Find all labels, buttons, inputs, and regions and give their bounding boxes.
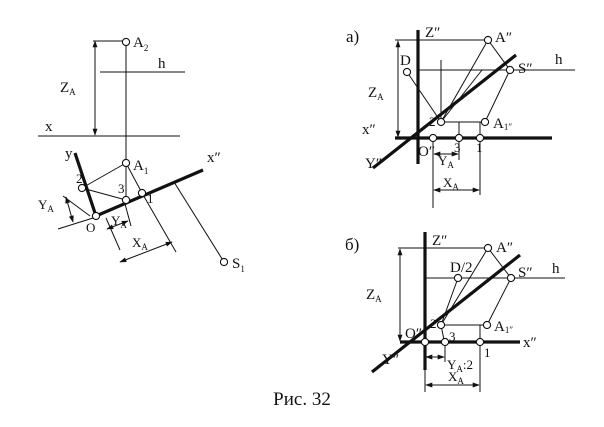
label-o-left: O: [86, 220, 95, 235]
panel-b-label-ya2: YA:2: [447, 357, 473, 374]
label-ya-left-b: YA: [111, 213, 127, 230]
panel-a-label-3: 3: [454, 140, 461, 155]
panel-b-label-h: h: [552, 261, 560, 277]
panel-a-label-s: S″: [518, 61, 533, 77]
panel-b-label-x: x″: [523, 335, 537, 351]
panel-a: а) Z″ A″ D S″ h ZA x″ 2 A1″ O″ 3 1 Y″ YA…: [346, 25, 575, 208]
label-a1-left: A1: [133, 158, 148, 176]
panel-a-d-2: [406, 71, 442, 123]
x2-axis: [95, 168, 204, 218]
ya-dimension-bottom: [106, 220, 129, 230]
point-1: [137, 188, 147, 198]
label-za-left: ZA: [60, 80, 76, 97]
panel-a-point-a: [483, 35, 493, 45]
left-diagram: A2 h ZA x y A1 x″ 2 3 1 YA O YA XA S1: [38, 35, 245, 274]
panel-a-label-z: Z″: [425, 25, 440, 41]
panel-b-y-axis: [371, 253, 521, 374]
panel-a-label-ya: YA: [438, 153, 454, 170]
label-a2: A2: [133, 35, 148, 53]
panel-a-s-a1: [484, 69, 511, 123]
point-3: [121, 195, 131, 205]
panel-b-label-za: ZA: [366, 287, 382, 304]
xa-dimension-line: [119, 241, 173, 263]
panel-b-s-a1: [486, 277, 512, 326]
point-o: [91, 211, 101, 221]
panel-a-2-h: [440, 69, 483, 123]
point-a1: [121, 158, 131, 168]
panel-b-point-d2: [453, 273, 463, 283]
label-1-left: 1: [147, 191, 154, 206]
panel-b-point-a: [483, 243, 493, 253]
panel-a-point-d: [402, 67, 412, 77]
panel-a-label-a1: A1″: [493, 116, 512, 132]
panel-b-a-s: [487, 247, 512, 279]
panel-a-a-s: [487, 39, 511, 71]
panel-b-label-o: O″: [405, 326, 422, 342]
panel-a-label-xa: XA: [443, 175, 459, 192]
label-s1: S1: [232, 256, 245, 274]
panel-b-label-y: Y″: [382, 352, 399, 368]
panel-b-point-1: [475, 337, 485, 347]
point-a2: [121, 37, 131, 47]
panel-b-label-a1: A1″: [494, 319, 513, 335]
y-axis: [73, 152, 98, 217]
panel-b-label-1: 1: [484, 345, 491, 360]
panel-b-label-3: 3: [449, 329, 456, 344]
panel-a-point-2: [436, 117, 446, 127]
line-a1-1: [125, 162, 143, 194]
label-2-left: 2: [76, 171, 83, 186]
panel-b-point-a1: [482, 320, 492, 330]
panel-b-label-2: 2: [430, 316, 437, 331]
panel-a-a-2: [440, 39, 489, 123]
panel-b-point-o: [420, 337, 430, 347]
panel-b-label-s: S″: [518, 265, 533, 281]
panel-a-point-3: [454, 133, 464, 143]
panel-b-label: б): [345, 235, 359, 254]
panel-a-point-a1: [480, 117, 490, 127]
ya-extension-b: [57, 217, 94, 230]
panel-b-point-s: [506, 273, 516, 283]
label-y-left: y: [65, 146, 73, 162]
panel-a-label-za: ZA: [368, 85, 384, 102]
panel-b-point-2: [436, 320, 446, 330]
panel-b-label-z: Z″: [432, 233, 447, 249]
panel-a-label: а): [346, 27, 359, 46]
panel-a-label-o: O″: [418, 144, 435, 160]
panel-a-label-x: x″: [362, 122, 376, 138]
panel-a-point-1: [475, 133, 485, 143]
panel-a-label-2: 2: [429, 114, 436, 129]
figure-caption: Рис. 32: [273, 389, 331, 410]
panel-a-label-h: h: [555, 52, 563, 68]
panel-b-a-2: [440, 247, 489, 326]
panel-a-label-y: Y″: [365, 156, 382, 172]
line-2-a1: [81, 162, 127, 189]
label-h-left: h: [158, 56, 166, 72]
ya-extension-d: [124, 203, 132, 227]
label-x2-left: x″: [207, 150, 221, 166]
panel-b-point-3: [440, 337, 450, 347]
panel-a-label-1: 1: [476, 140, 483, 155]
panel-b-label-d2: D/2: [450, 260, 473, 276]
panel-b-d-2: [440, 277, 459, 326]
ya-dimension-left: [65, 196, 74, 223]
label-3-left: 3: [118, 181, 125, 196]
panel-a-label-a: A″: [495, 30, 512, 46]
panel-b: б) Z″ A″ D/2 S″ h ZA 2 A1″ O″ x″ 3 Y″ YA…: [345, 232, 565, 392]
line-to-s1: [173, 181, 225, 263]
point-2: [77, 183, 87, 193]
label-xa-left: XA: [132, 235, 148, 252]
point-s1: [219, 257, 229, 267]
panel-a-y-axis: [372, 53, 517, 170]
panel-a-point-s: [505, 65, 515, 75]
label-x-left: x: [45, 119, 53, 135]
panel-b-label-a: A″: [496, 240, 513, 256]
panel-a-label-d: D: [400, 53, 411, 69]
line-2-3: [81, 187, 127, 201]
panel-a-point-o: [428, 133, 438, 143]
label-ya-left-a: YA: [38, 197, 54, 214]
panel-b-label-xa: XA: [448, 369, 464, 386]
